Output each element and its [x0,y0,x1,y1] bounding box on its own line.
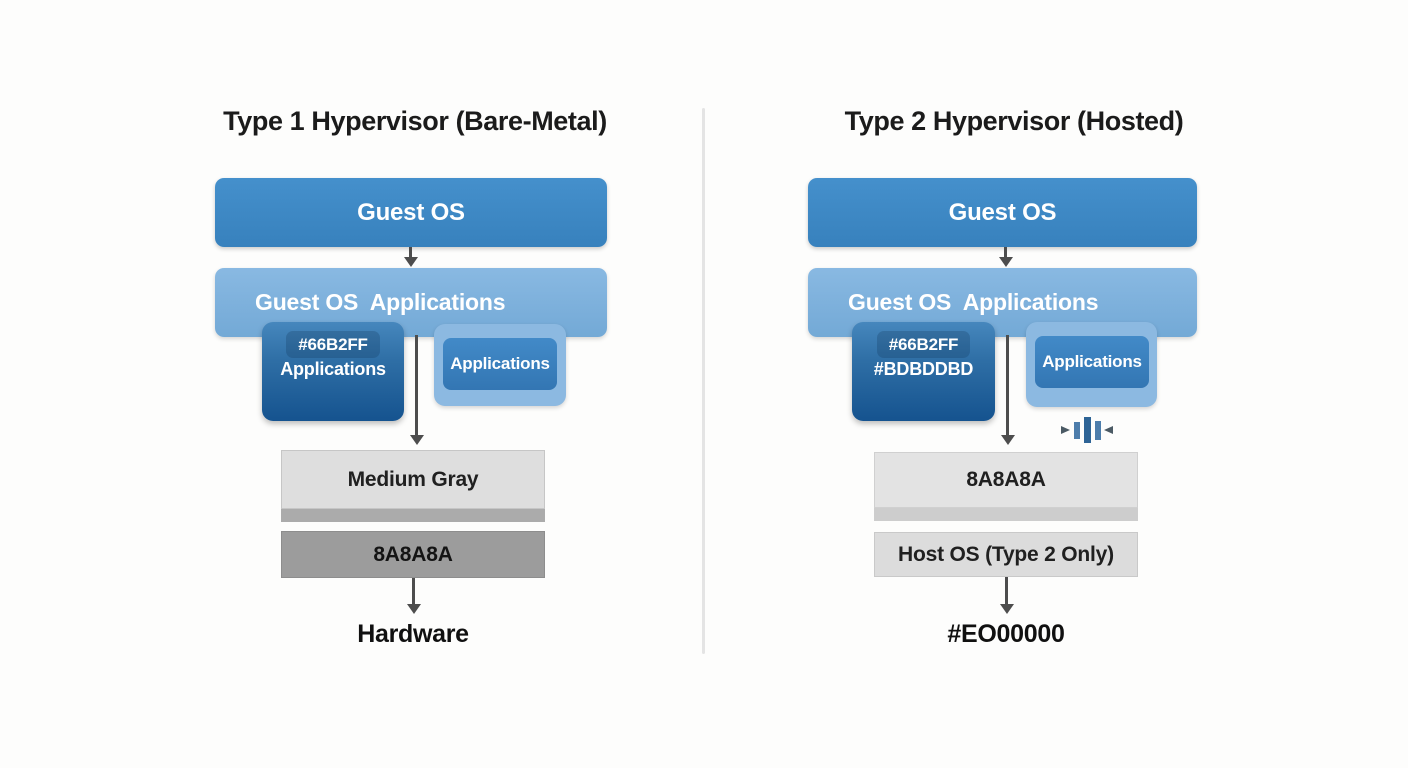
arrow-down-icon [1004,247,1007,258]
hypervisor-layer-label-box: 8A8A8A [874,452,1138,508]
lower-layer-label: 8A8A8A [373,542,453,566]
base-layer-label: #EO00000 [947,620,1065,648]
hypervisor-layer-label: Medium Gray [347,467,479,491]
panel-type1-hypervisor: Type 1 Hypervisor (Bare-Metal) Guest OS … [0,0,704,768]
arrow-down-icon [1005,577,1008,605]
arrow-down-icon [1006,335,1009,436]
hex-code-chip: #66B2FF [286,331,380,358]
hypervisor-layer-box: 8A8A8A [874,452,1138,521]
host-os-box: Host OS (Type 2 Only) [874,532,1138,577]
hypervisor-layer-box: Medium Gray [281,450,545,522]
guest-os-applications-label: Guest OS Applications [255,289,506,315]
applications-box-secondary: Applications [434,324,566,406]
arrow-down-icon [412,578,415,605]
arrow-down-icon [409,247,412,258]
hex-code-label: #BDBDDBD [873,359,974,379]
panel-type2-hypervisor: Type 2 Hypervisor (Hosted) Guest OS Gues… [704,0,1408,768]
equalizer-compress-icon [1061,417,1113,443]
applications-label: Applications [1035,336,1149,388]
guest-os-label: Guest OS [357,198,465,226]
layer-accent-strip [281,509,545,522]
arrow-down-icon [415,335,418,436]
guest-os-label: Guest OS [948,198,1057,226]
layer-accent-strip [874,508,1138,521]
hex-code-chip: #66B2FF [876,331,971,358]
applications-label: Applications [443,338,557,390]
applications-box-primary: #66B2FF #BDBDDBD [852,322,995,421]
base-layer-label: Hardware [357,620,469,648]
hypervisor-layer-label-box: Medium Gray [281,450,545,509]
guest-os-box: Guest OS [808,178,1197,247]
lower-layer-box: 8A8A8A [281,531,545,578]
guest-os-applications-label: Guest OS Applications [848,289,1099,315]
hypervisor-layer-label: 8A8A8A [966,468,1046,491]
applications-box-secondary: Applications [1026,322,1157,407]
applications-box-primary: #66B2FF Applications [262,322,404,421]
host-os-label: Host OS (Type 2 Only) [898,542,1114,566]
guest-os-box: Guest OS [215,178,607,247]
applications-label: Applications [280,359,386,379]
panel-title: Type 2 Hypervisor (Hosted) [844,106,1184,136]
panel-title: Type 1 Hypervisor (Bare-Metal) [223,106,607,136]
panel-divider [702,108,705,654]
